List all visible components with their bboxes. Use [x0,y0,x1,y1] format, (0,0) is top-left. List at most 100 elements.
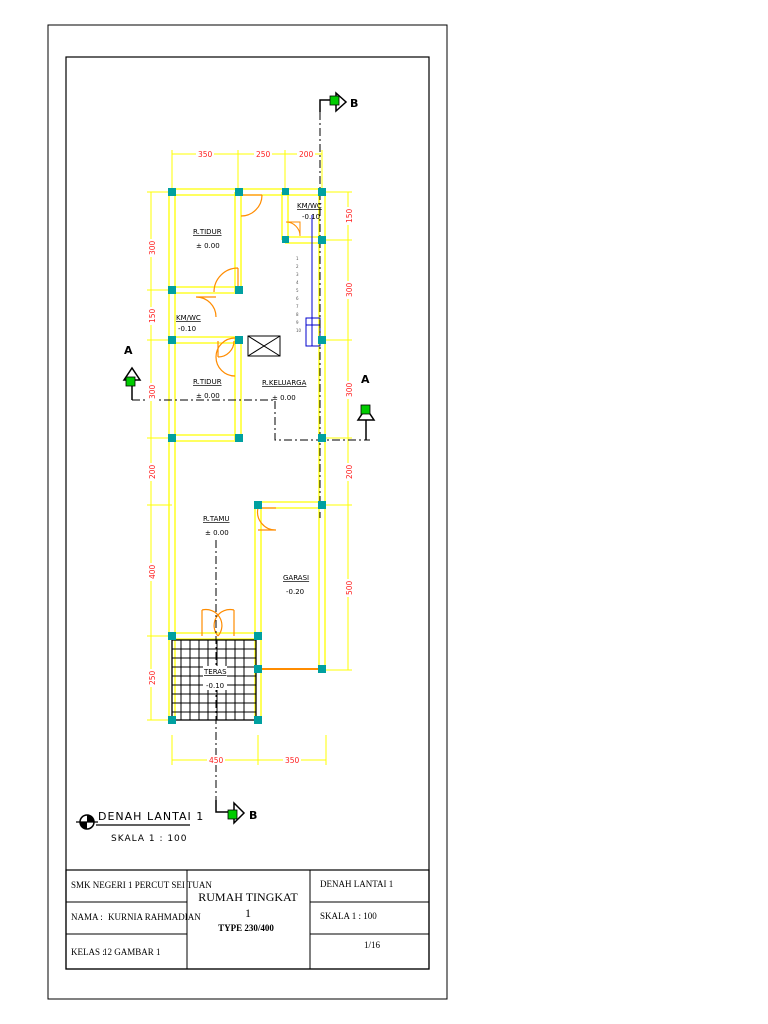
column [168,286,176,294]
section-label: A [124,344,133,357]
column [254,501,262,509]
dimension-label: 150 [148,308,157,323]
dimension-label: 150 [345,208,354,223]
room-name: R.KELUARGA [262,379,307,387]
dimension-label: 400 [148,564,157,579]
doors [195,194,319,670]
svg-text:1: 1 [296,256,299,261]
column [235,286,243,294]
columns [168,188,326,724]
column [254,665,262,673]
svg-text:6: 6 [296,296,299,301]
room-name: R.TIDUR [193,228,222,236]
dimension-label: 350 [198,150,213,159]
room-level: -0.10 [206,682,224,690]
column [318,665,326,673]
column [235,188,243,196]
svg-text:10: 10 [296,328,302,333]
column [318,188,326,196]
room-labels: R.TIDUR ± 0.00 KM/WC -0.10 KM/WC -0.10 R… [176,202,322,690]
column [318,501,326,509]
sheet-number: 1/16 [364,940,381,950]
room-level: -0.10 [302,213,320,221]
project-type: TYPE 230/400 [218,923,274,933]
dimension-label: 500 [345,580,354,595]
walls [168,188,326,720]
dimension-label: 450 [209,756,224,765]
inner-border [65,56,430,970]
legend-title: DENAH LANTAI 1 [98,810,204,823]
section-marker-b-bottom: B [215,800,257,825]
section-marker-b-top: B [319,91,358,113]
name-label: NAMA : [71,912,103,922]
svg-text:3: 3 [296,272,299,277]
svg-text:5: 5 [296,288,299,293]
section-label: A [361,373,370,386]
room-level: ± 0.00 [205,529,229,537]
room-level: ± 0.00 [196,392,220,400]
dimension-label: 200 [345,464,354,479]
section-marker-a-right: A [356,373,376,440]
column [282,188,289,195]
section-lines [132,112,370,800]
column [318,434,326,442]
column [168,336,176,344]
dimension-labels: 350 250 200 450 350 300 150 300 200 400 … [147,149,354,765]
class-label: KELAS : [71,947,105,957]
room-name: R.TIDUR [193,378,222,386]
room-level: -0.10 [178,325,196,333]
terrace-label-bg [203,666,227,690]
room-name: GARASI [283,574,309,582]
column [168,716,176,724]
svg-text:7: 7 [296,304,299,309]
column [318,336,326,344]
section-marker-a-left: A [122,344,142,400]
room-name: KM/WC [297,202,322,210]
drawing-scale: SKALA 1 : 100 [320,911,377,921]
dimension-label: 300 [345,282,354,297]
dimension-label: 300 [345,382,354,397]
outer-border [47,24,448,1000]
dimension-lines [147,150,352,765]
drawing-legend: DENAH LANTAI 1 SKALA 1 : 100 [76,810,204,844]
column [282,236,289,243]
project-title: RUMAH TINGKAT [198,890,298,904]
school-name: SMK NEGERI 1 PERCUT SEI TUAN [71,880,212,890]
section-label: B [249,809,257,822]
dimension-label: 200 [148,464,157,479]
class-value: 12 GAMBAR 1 [103,947,161,957]
dimension-label: 200 [299,150,314,159]
room-level: ± 0.00 [196,242,220,250]
legend-scale: SKALA 1 : 100 [111,834,188,844]
svg-text:8: 8 [296,312,299,317]
svg-text:4: 4 [296,280,299,285]
svg-text:9: 9 [296,320,299,325]
room-name: TERAS [203,668,227,676]
staircase [305,215,321,347]
column [235,336,243,344]
column [168,188,176,196]
column [168,434,176,442]
dimension-label: 300 [148,240,157,255]
dimension-label: 300 [148,384,157,399]
stair-step-marks: 1 2 3 4 5 6 7 8 9 10 [296,256,302,333]
room-level: -0.20 [286,588,304,596]
svg-text:2: 2 [296,264,299,269]
dimension-label: 250 [148,670,157,685]
section-label: B [350,97,358,110]
title-block: SMK NEGERI 1 PERCUT SEI TUAN NAMA : KURN… [65,869,430,970]
room-name: KM/WC [176,314,201,322]
column [254,632,262,640]
name-value: KURNIA RAHMADIAN [108,912,201,922]
column [168,632,176,640]
dimension-label: 350 [285,756,300,765]
room-level: ± 0.00 [272,394,296,402]
project-title-number: 1 [245,906,251,920]
column [235,434,243,442]
drawing-title: DENAH LANTAI 1 [320,879,393,889]
room-name: R.TAMU [203,515,230,523]
column [254,716,262,724]
column [318,236,326,244]
